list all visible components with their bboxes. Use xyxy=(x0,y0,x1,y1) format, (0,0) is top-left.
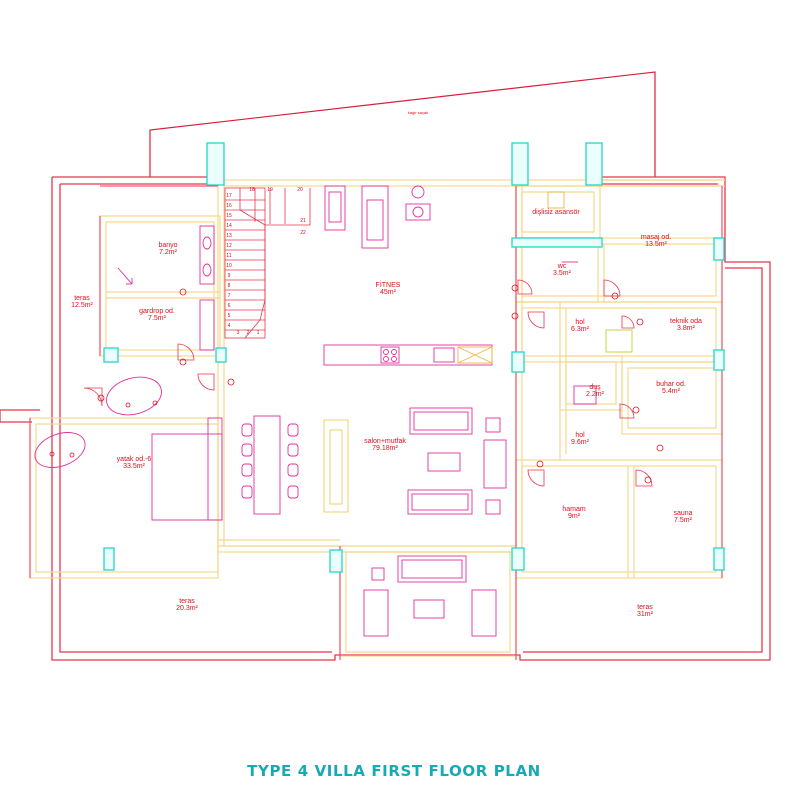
room-masaj: masaj od. 13.5m² xyxy=(641,234,671,248)
room-yatak-name: yatak od.-6 xyxy=(117,456,152,463)
room-teknik-name: teknik oda xyxy=(670,318,702,325)
room-gardrop: gardrop od. 7.5m² xyxy=(139,308,175,322)
step-2: 2 xyxy=(247,330,250,336)
room-teras-right-name: teras xyxy=(637,604,653,611)
plan-title: TYPE 4 VILLA FIRST FLOOR PLAN xyxy=(247,762,541,780)
outer-outline xyxy=(0,176,771,661)
step-11: 11 xyxy=(226,253,231,259)
step-7: 7 xyxy=(228,293,231,299)
roof-eave-label: kagir saçak xyxy=(408,110,428,115)
bathroom-fixtures xyxy=(117,225,215,351)
room-sauna: sauna 7.5m² xyxy=(673,510,692,524)
step-6: 6 xyxy=(228,303,231,309)
step-14: 14 xyxy=(226,223,232,229)
room-teras-left: teras 12.5m² xyxy=(71,295,93,309)
step-9: 9 xyxy=(228,273,231,279)
room-teras-bottom-name: teras xyxy=(179,598,195,605)
room-masaj-area: 13.5m² xyxy=(645,241,667,248)
room-hamam: hamam 9m² xyxy=(562,506,586,520)
staircase xyxy=(224,187,311,339)
room-teknik-area: 3.8m² xyxy=(677,325,696,332)
step-22: 22 xyxy=(300,230,306,236)
step-18: 18 xyxy=(249,187,255,193)
room-banyo-name: banyo xyxy=(158,242,177,249)
room-teras-bottom-area: 20.3m² xyxy=(176,605,198,612)
step-10: 10 xyxy=(226,263,232,269)
room-wc-area: 3.5m² xyxy=(553,270,572,277)
room-hol-top: hol 6.3m² xyxy=(571,319,590,333)
room-gardrop-area: 7.5m² xyxy=(148,315,167,322)
step-19: 19 xyxy=(267,187,273,193)
room-masaj-name: masaj od. xyxy=(641,234,671,241)
kitchen-counter xyxy=(323,344,493,366)
room-hol-mid-area: 9.6m² xyxy=(571,439,590,446)
step-13: 13 xyxy=(226,233,232,239)
red-walls xyxy=(29,185,723,660)
room-dus: duş 2.2m² xyxy=(586,384,605,398)
elevator-label: dişlisiz asansör xyxy=(532,209,580,216)
step-5: 5 xyxy=(228,313,231,319)
room-dus-area: 2.2m² xyxy=(586,391,605,398)
step-16: 16 xyxy=(226,203,232,209)
step-17: 17 xyxy=(226,193,232,199)
room-fitnes-name: FİTNES xyxy=(376,280,401,289)
room-teras-bottom: teras 20.3m² xyxy=(176,598,198,612)
room-fitnes-area: 45m² xyxy=(380,289,397,296)
room-teras-right-area: 31m² xyxy=(637,611,654,618)
room-hamam-name: hamam xyxy=(562,506,586,513)
bedroom-furniture xyxy=(34,376,223,521)
roof-eave xyxy=(149,71,656,177)
step-4: 4 xyxy=(228,323,231,329)
room-hol-top-name: hol xyxy=(575,319,585,326)
room-buhar-area: 5.4m² xyxy=(662,388,681,395)
room-banyo: banyo 7.2m² xyxy=(158,242,177,256)
room-salon-name: salon+mutfak xyxy=(364,438,406,445)
gym-equipment xyxy=(324,185,431,249)
room-dus-name: duş xyxy=(589,384,601,391)
room-gardrop-name: gardrop od. xyxy=(139,308,175,315)
step-21: 21 xyxy=(300,218,306,224)
room-teras-left-name: teras xyxy=(74,295,90,302)
spa-fixtures xyxy=(547,191,633,405)
room-fitnes: FİTNES 45m² xyxy=(376,280,401,296)
room-labels: banyo 7.2m² gardrop od. 7.5m² teras 12.5… xyxy=(71,234,702,618)
room-wc: wc 3.5m² xyxy=(553,263,572,277)
step-20: 20 xyxy=(297,187,303,193)
room-hol-mid: hol 9.6m² xyxy=(571,432,590,446)
room-wc-name: wc xyxy=(557,263,567,270)
terrace-furniture xyxy=(363,555,497,637)
room-banyo-area: 7.2m² xyxy=(159,249,178,256)
room-yatak: yatak od.-6 33.5m² xyxy=(117,456,152,470)
stair-numbers: 17 18 19 20 16 21 15 22 14 13 12 11 10 9… xyxy=(226,187,306,336)
room-buhar-name: buhar od. xyxy=(656,381,686,388)
step-1: 1 xyxy=(257,330,260,336)
room-yatak-area: 33.5m² xyxy=(123,463,145,470)
room-teknik: teknik oda 3.8m² xyxy=(670,318,702,332)
dining-table xyxy=(241,415,299,515)
step-15: 15 xyxy=(226,213,232,219)
step-12: 12 xyxy=(226,243,232,249)
room-sauna-area: 7.5m² xyxy=(674,517,693,524)
room-salon-area: 79.18m² xyxy=(372,445,398,452)
marker-symbols xyxy=(49,284,664,484)
room-sauna-name: sauna xyxy=(673,510,692,517)
room-teras-left-area: 12.5m² xyxy=(71,302,93,309)
room-buhar: buhar od. 5.4m² xyxy=(656,381,686,395)
room-hol-mid-name: hol xyxy=(575,432,585,439)
step-8: 8 xyxy=(228,283,231,289)
room-salon: salon+mutfak 79.18m² xyxy=(364,438,406,452)
room-teras-right: teras 31m² xyxy=(637,604,654,618)
step-3: 3 xyxy=(237,330,240,336)
salon-furniture xyxy=(323,407,507,515)
room-hol-top-area: 6.3m² xyxy=(571,326,590,333)
room-hamam-area: 9m² xyxy=(568,513,581,520)
door-swings xyxy=(83,279,653,487)
columns xyxy=(103,142,725,573)
